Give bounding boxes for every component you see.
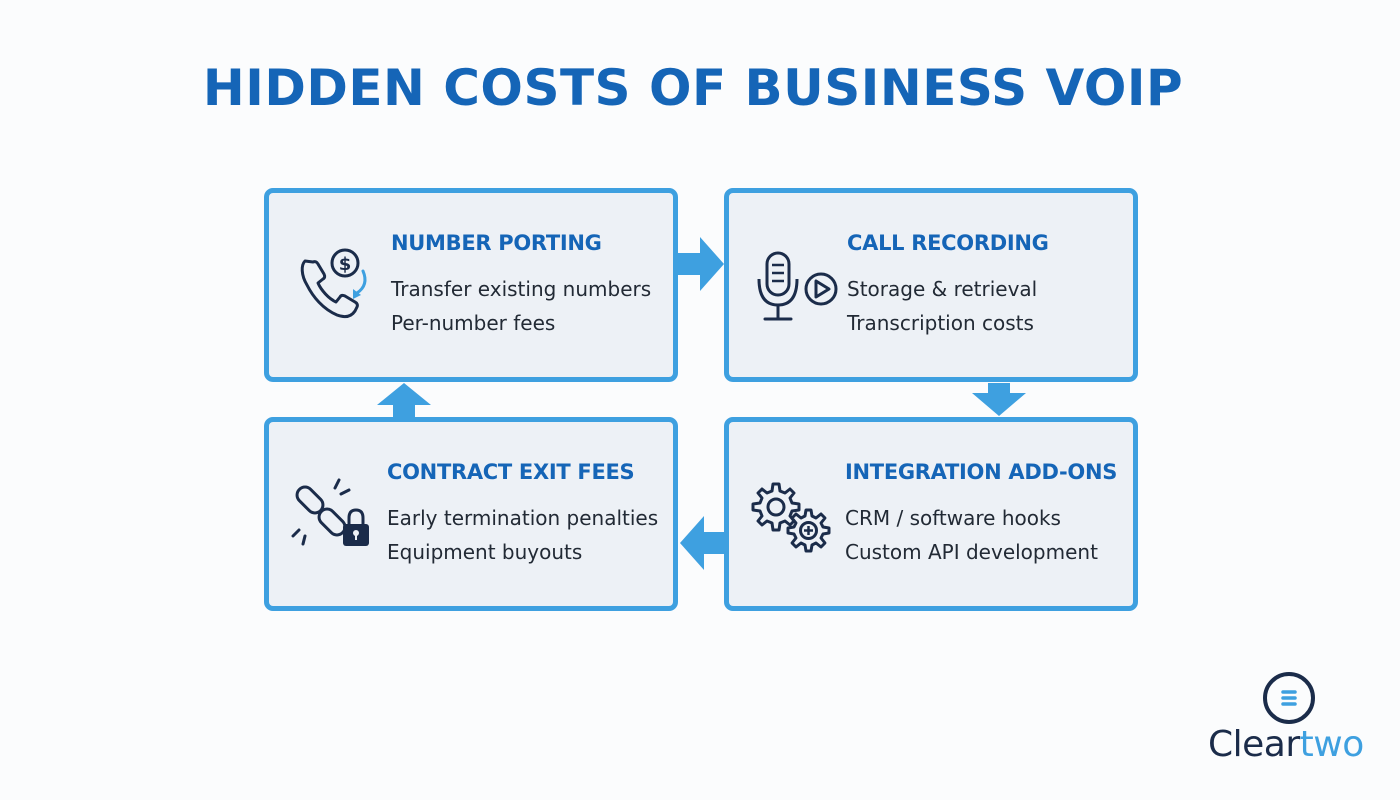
card-line: Early termination penalties — [387, 506, 659, 530]
card-line: Transcription costs — [847, 311, 1034, 335]
card-line: Storage & retrieval — [847, 277, 1038, 301]
card-call-recording: CALL RECORDING Storage & retrieval Trans… — [724, 188, 1138, 382]
logo-wordmark-part2: two — [1299, 724, 1365, 765]
card-line: Custom API development — [845, 540, 1098, 564]
card-integration-add-ons: INTEGRATION ADD-ONS CRM / software hooks… — [724, 417, 1138, 611]
card-heading: CALL RECORDING — [847, 231, 1049, 255]
svg-text:$: $ — [339, 254, 352, 275]
card-heading: INTEGRATION ADD-ONS — [845, 460, 1118, 484]
card-line: Equipment buyouts — [387, 540, 583, 564]
card-contract-exit-fees: CONTRACT EXIT FEES Early termination pen… — [264, 417, 678, 611]
card-heading: NUMBER PORTING — [391, 231, 602, 255]
brand-logo: Cleartwo — [1200, 668, 1380, 778]
clertwo-logo-icon — [1263, 672, 1315, 724]
card-line: Per-number fees — [391, 311, 556, 335]
arrow-left-icon — [680, 516, 726, 570]
card-line: Transfer existing numbers — [391, 277, 652, 301]
page-title: HIDDEN COSTS OF BUSINESS VOIP — [202, 59, 1184, 117]
gears-icon — [751, 482, 831, 553]
logo-wordmark: Cleartwo — [1208, 724, 1364, 765]
arrow-down-icon — [972, 383, 1026, 416]
phone-dollar-icon: $ — [300, 248, 367, 319]
logo-wordmark-part1: Clear — [1208, 724, 1300, 765]
microphone-play-icon — [757, 251, 838, 321]
card-number-porting: $ NUMBER PORTING Transfer existing numbe… — [264, 188, 678, 382]
arrow-up-icon — [377, 383, 431, 418]
arrow-right-icon — [678, 237, 724, 291]
card-line: CRM / software hooks — [845, 506, 1061, 530]
broken-chain-lock-icon — [291, 478, 369, 546]
card-heading: CONTRACT EXIT FEES — [387, 460, 635, 484]
